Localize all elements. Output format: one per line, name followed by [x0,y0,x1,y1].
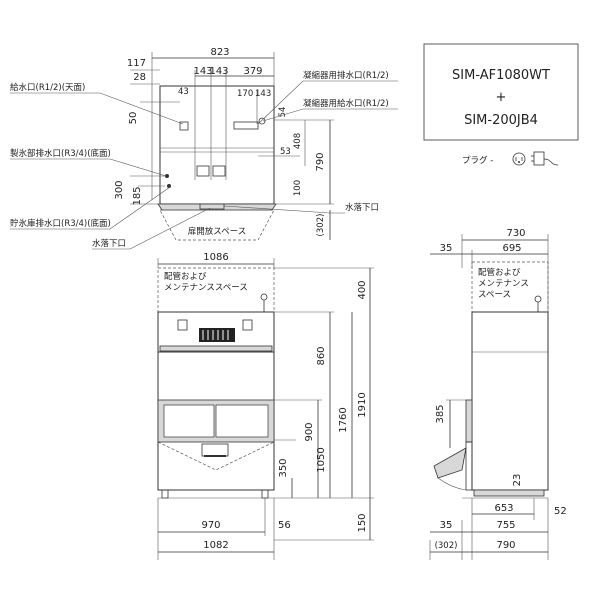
dim-695: 695 [502,243,521,254]
dim-385: 385 [435,404,446,423]
dim-408: 408 [293,133,303,149]
dim-35-bottom: 35 [440,520,453,531]
label-ice-drain: 製氷部排水口(R3/4)(底面) [10,148,111,159]
dim-653: 653 [494,503,513,514]
maint-space-side [471,261,549,313]
side-fitting [534,295,542,312]
dim-43: 43 [178,87,189,97]
dim-143c: 143 [255,89,271,99]
dim-1050: 1050 [316,447,327,472]
label-water-inlet: 給水口(R1/2)(天面) [10,82,85,93]
label-condenser-drain: 凝縮器用排水口(R1/2) [303,70,389,81]
model-line1: SIM-AF1080WT [452,68,550,83]
label-water-drop-left: 水落下口 [92,238,126,249]
dim-1086: 1086 [203,252,228,263]
dim-28: 28 [133,72,146,83]
plug-icon [531,151,559,166]
dim-790-side: 790 [496,540,515,551]
dim-53: 53 [280,147,291,157]
side-body [471,311,549,491]
dim-100: 100 [293,180,303,196]
dim-23: 23 [512,474,523,487]
dim-54: 54 [278,107,288,118]
dim-302-side: (302) [435,541,458,551]
dim-1760: 1760 [338,407,349,432]
maint-side-label: 配管および メンテナンス スペース [478,267,532,300]
plug-label: プラグ - [462,155,493,166]
model-line2: SIM-200JB4 [464,113,538,128]
side-view: 730 35 695 配管および メンテナンス スペース 385 [429,228,567,560]
dim-400: 400 [357,280,368,299]
dim-823: 823 [210,47,229,58]
dim-379: 379 [243,66,262,77]
front-vent-grille [199,328,235,342]
dim-970: 970 [201,520,220,531]
plug-outlet-icon [512,152,526,166]
dim-150: 150 [357,513,368,532]
label-water-drop-right: 水落下口 [345,202,379,213]
label-bin-drain: 貯氷庫排水口(R3/4)(底面) [10,218,111,229]
top-body [159,85,275,205]
water-inlet-fitting [179,121,189,131]
dim-143a: 143 [193,66,212,77]
model-plus: + [496,90,507,105]
dim-56: 56 [278,520,291,531]
front-view: 1086 配管および メンテナンススペース [157,252,374,560]
model-box: SIM-AF1080WT + SIM-200JB4 [423,43,579,141]
dim-790-top: 790 [315,152,326,171]
front-fitting [260,293,268,312]
dim-302-top: (302) [316,214,326,237]
door-space-label: 扉開放スペース [188,226,246,237]
door-space-area [159,209,275,241]
dim-300: 300 [114,180,125,199]
dim-350: 350 [278,458,289,477]
dim-730: 730 [506,228,525,239]
dim-860: 860 [316,346,327,365]
door-open-swing [433,447,467,491]
dim-50: 50 [128,112,139,125]
dim-1910: 1910 [357,392,368,417]
dim-52: 52 [554,506,567,517]
dim-117: 117 [127,58,146,69]
maint-front-label: 配管および メンテナンススペース [164,271,248,293]
label-condenser-inlet: 凝縮器用給水口(R1/2) [303,98,389,109]
dim-170: 170 [237,89,253,99]
model-frame [423,43,579,141]
dim-1082: 1082 [203,540,228,551]
dim-755: 755 [496,520,515,531]
condenser-fitting [233,121,259,130]
top-view: 扉開放スペース 823 117 28 143 143 379 43 170 14… [10,47,398,250]
dim-143b: 143 [209,66,228,77]
dim-35-top: 35 [440,243,453,254]
dim-185: 185 [132,186,143,205]
dim-900: 900 [304,422,315,441]
plug-legend: プラグ - [462,151,559,166]
